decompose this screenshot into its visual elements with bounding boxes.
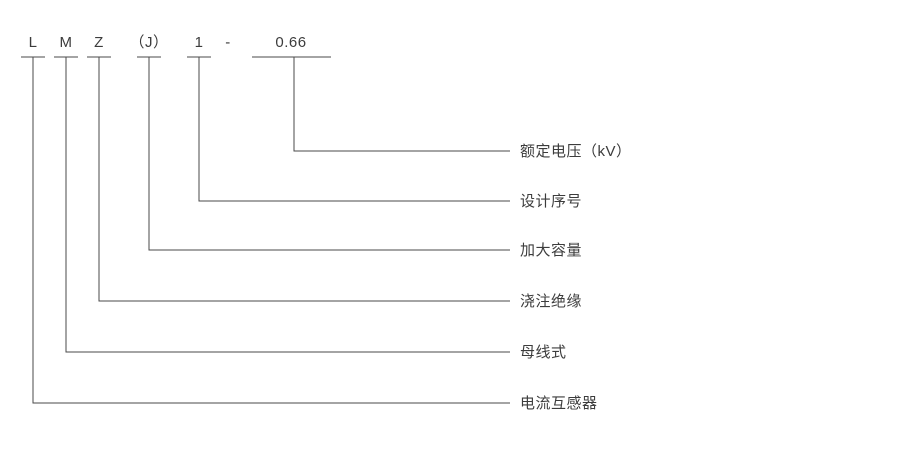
leader-path-voltage [293, 57, 510, 152]
callout-label-busbar-type: 母线式 [520, 344, 567, 361]
leader-line-Z [87, 56, 510, 302]
code-char-voltage: 0.66 [275, 34, 307, 51]
leader-line-J [137, 56, 510, 251]
leader-path-J [148, 57, 510, 251]
leader-line-M [54, 56, 510, 353]
leader-line-voltage [252, 56, 510, 152]
leader-path-Z [98, 57, 510, 302]
code-char-Z: Z [94, 34, 104, 51]
code-char-M: M [59, 34, 73, 51]
callout-label-cast-insulation: 浇注绝缘 [520, 293, 583, 310]
leader-line-L [21, 56, 510, 404]
code-char-separator: - [225, 34, 231, 51]
callout-label-voltage: 额定电压（kV） [520, 143, 632, 160]
callout-label-increased-capacity: 加大容量 [520, 242, 583, 259]
leader-line-1 [187, 56, 510, 202]
code-char-L: L [28, 34, 38, 51]
leader-path-M [65, 57, 510, 353]
leader-path-1 [198, 57, 510, 202]
callout-label-design-number: 设计序号 [520, 193, 583, 210]
leader-path-L [32, 57, 510, 404]
code-char-1: 1 [194, 34, 204, 51]
callout-label-current-transformer: 电流互感器 [520, 395, 598, 412]
code-char-J: （J） [129, 34, 169, 51]
